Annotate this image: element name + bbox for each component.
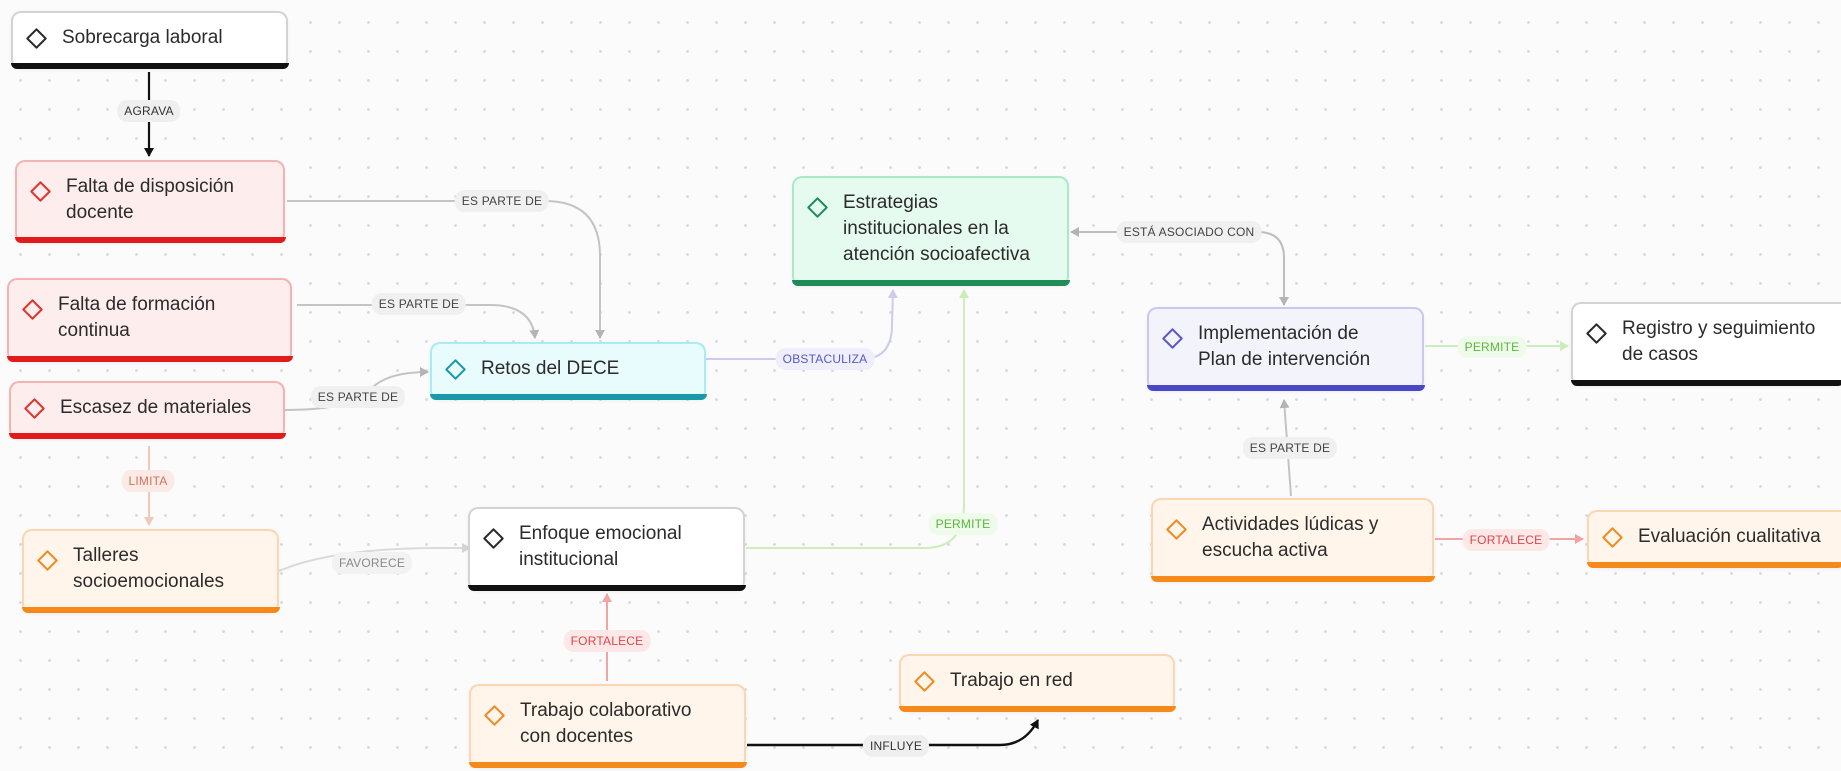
- diamond-icon: [29, 180, 52, 203]
- node-trabajo-colaborativo[interactable]: Trabajo colaborativo con docentes: [468, 684, 747, 768]
- node-label: Actividades lúdicas y escucha activa: [1202, 514, 1379, 561]
- node-label: Falta de formación continua: [58, 294, 216, 341]
- node-falta-formacion[interactable]: Falta de formación continua: [6, 278, 293, 362]
- edge-label-permite-2: PERMITE: [1457, 336, 1527, 358]
- edge-label-es-parte-de-2: ES PARTE DE: [371, 293, 467, 315]
- edge-influye: [747, 719, 1040, 747]
- diamond-icon: [21, 298, 44, 321]
- node-label: Trabajo en red: [950, 670, 1073, 691]
- node-label: Evaluación cualitativa: [1638, 526, 1821, 547]
- node-implementacion-plan[interactable]: Implementación de Plan de intervención: [1146, 307, 1425, 391]
- node-retos-dece[interactable]: Retos del DECE: [429, 342, 707, 400]
- node-label: Falta de disposición docente: [66, 175, 234, 223]
- node-actividades-ludicas[interactable]: Actividades lúdicas y escucha activa: [1150, 498, 1435, 582]
- diamond-icon: [913, 670, 936, 692]
- edge-es-parte-de-1: [287, 200, 605, 339]
- diamond-icon: [806, 196, 829, 219]
- edge-label-es-parte-de-3: ES PARTE DE: [310, 386, 406, 408]
- node-label: Escasez de materiales: [60, 397, 252, 418]
- node-escasez-materiales[interactable]: Escasez de materiales: [8, 381, 286, 439]
- node-talleres-socioemocionales[interactable]: Talleres socioemocionales: [21, 529, 280, 613]
- node-label: Registro y seguimiento de casos: [1622, 318, 1816, 365]
- diamond-icon: [1161, 327, 1184, 350]
- edge-label-es-parte-de-4: ES PARTE DE: [1242, 437, 1338, 459]
- node-label: Estrategias institucionales en la atenci…: [843, 192, 1030, 265]
- node-evaluacion-cualitativa[interactable]: Evaluación cualitativa: [1586, 510, 1841, 568]
- node-sobrecarga-laboral[interactable]: Sobrecarga laboral: [10, 11, 289, 69]
- edge-label-esta-asociado: ESTÁ ASOCIADO CON: [1116, 221, 1262, 243]
- diamond-icon: [23, 397, 46, 419]
- node-label: Sobrecarga laboral: [62, 27, 223, 48]
- node-registro-seguimiento[interactable]: Registro y seguimiento de casos: [1570, 302, 1841, 386]
- node-label: Implementación de Plan de intervención: [1198, 323, 1371, 370]
- edge-label-influye: INFLUYE: [862, 735, 930, 757]
- diamond-icon: [444, 358, 467, 380]
- diamond-icon: [1585, 322, 1608, 345]
- edge-label-limita: LIMITA: [121, 470, 175, 492]
- diamond-icon: [36, 549, 59, 572]
- edge-label-es-parte-de-1: ES PARTE DE: [454, 190, 550, 212]
- diamond-icon: [1601, 526, 1624, 548]
- node-trabajo-en-red[interactable]: Trabajo en red: [898, 654, 1176, 712]
- diamond-icon: [1165, 518, 1188, 541]
- diamond-icon: [25, 27, 48, 49]
- edge-label-permite-1: PERMITE: [928, 513, 998, 535]
- edge-label-favorece: FAVORECE: [331, 552, 413, 574]
- diamond-icon: [482, 527, 505, 550]
- edge-label-fortalece-2: FORTALECE: [1462, 529, 1550, 551]
- edge-es-parte-de-2: [297, 304, 540, 339]
- node-estrategias-institucionales[interactable]: Estrategias institucionales en la atenci…: [791, 176, 1070, 286]
- edge-label-obstaculiza: OBSTACULIZA: [775, 348, 875, 370]
- node-label: Enfoque emocional institucional: [519, 523, 682, 570]
- node-label: Retos del DECE: [481, 358, 620, 379]
- node-enfoque-emocional[interactable]: Enfoque emocional institucional: [467, 507, 746, 591]
- node-label: Talleres socioemocionales: [73, 545, 225, 592]
- node-label: Trabajo colaborativo con docentes: [520, 700, 692, 747]
- node-falta-disposicion[interactable]: Falta de disposición docente: [14, 160, 286, 243]
- edge-label-agrava: AGRAVA: [117, 100, 181, 122]
- edge-permite-1: [746, 289, 969, 549]
- edge-label-fortalece-1: FORTALECE: [563, 630, 651, 652]
- diamond-icon: [483, 704, 506, 727]
